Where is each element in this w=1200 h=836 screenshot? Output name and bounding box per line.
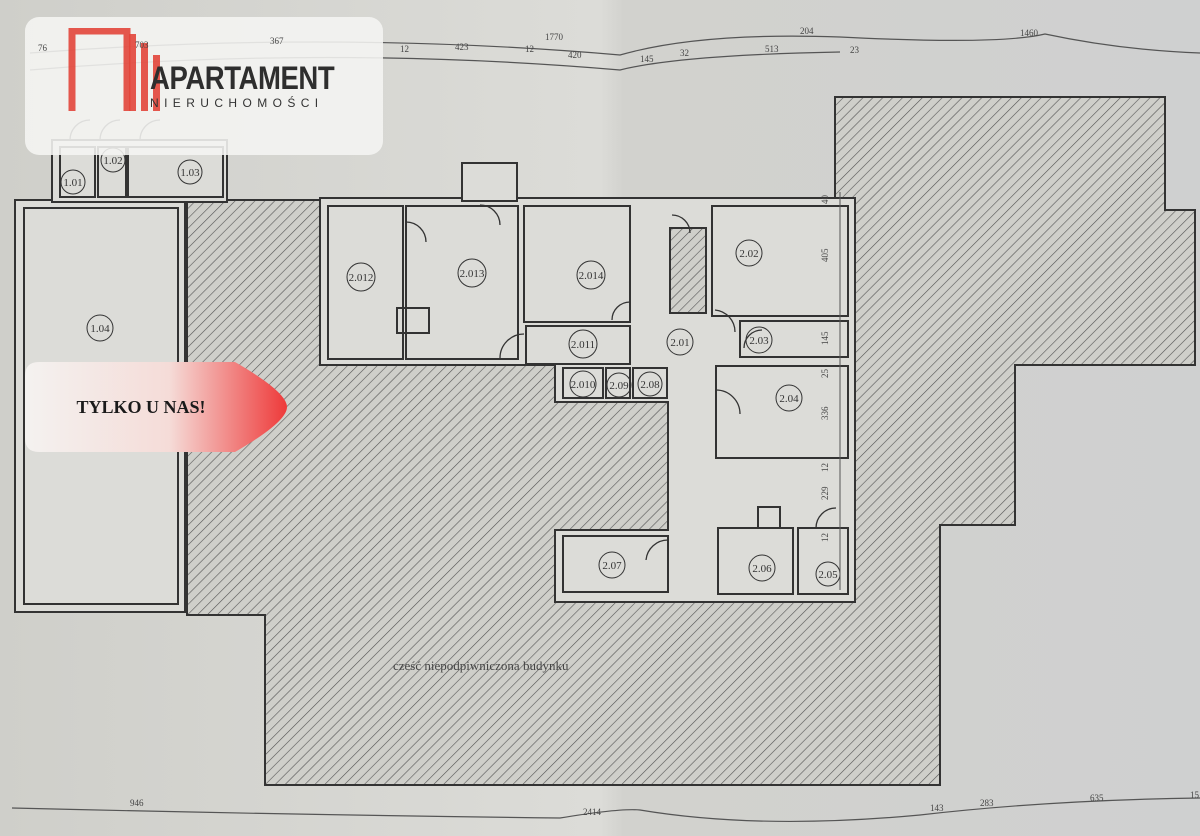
svg-text:2.01: 2.01 (670, 337, 689, 349)
svg-text:423: 423 (455, 42, 469, 52)
top-dims: 1770 204 1460 12 423 12 420 145 32 513 2… (400, 26, 1039, 64)
room-2-09: 2.09 (606, 372, 632, 398)
svg-text:25: 25 (820, 369, 830, 379)
svg-text:145: 145 (820, 331, 830, 345)
svg-text:405: 405 (820, 248, 830, 262)
svg-text:2.010: 2.010 (571, 379, 596, 391)
room-2-011: 2.011 (568, 329, 598, 359)
svg-text:2.09: 2.09 (609, 380, 629, 392)
svg-text:1.04: 1.04 (90, 323, 110, 335)
svg-text:2414: 2414 (583, 807, 602, 817)
svg-text:2.04: 2.04 (779, 393, 799, 405)
room-2-07: 2.07 (598, 551, 626, 579)
logo-card (25, 17, 383, 155)
room-2-012: 2.012 (346, 262, 376, 292)
room-2-04: 2.04 (775, 384, 803, 412)
svg-text:32: 32 (680, 48, 689, 58)
room-1-04: 1.04 (86, 314, 114, 342)
room-2-014: 2.014 (576, 260, 606, 290)
svg-text:635: 635 (1090, 793, 1104, 803)
svg-text:12: 12 (820, 533, 830, 542)
bottom-dimension-line (11, 797, 1200, 823)
logo-mark-icon (68, 28, 160, 111)
svg-text:12: 12 (400, 44, 409, 54)
svg-text:2.011: 2.011 (571, 339, 595, 351)
room-2-03: 2.03 (745, 326, 773, 354)
svg-text:12: 12 (820, 463, 830, 472)
svg-text:15: 15 (1190, 790, 1200, 800)
interior-walls (23, 146, 849, 605)
svg-text:2.05: 2.05 (818, 569, 838, 581)
svg-text:2.03: 2.03 (749, 335, 769, 347)
svg-text:1.02: 1.02 (103, 155, 122, 167)
svg-text:1.01: 1.01 (63, 177, 82, 189)
badge-label: TYLKO U NAS! (76, 396, 206, 417)
svg-text:2.013: 2.013 (460, 268, 485, 280)
room-2-013: 2.013 (457, 258, 487, 288)
svg-text:336: 336 (820, 406, 830, 420)
svg-text:1.03: 1.03 (180, 167, 200, 179)
room-1-01: 1.01 (60, 169, 86, 195)
svg-text:145: 145 (640, 54, 654, 64)
svg-text:2.07: 2.07 (602, 560, 622, 572)
room-2-08: 2.08 (637, 371, 663, 397)
room-2-06: 2.06 (748, 554, 776, 582)
logo-subtitle: NIERUCHOMOŚCI (150, 96, 324, 110)
dim-703: 703 (135, 40, 149, 50)
svg-text:1770: 1770 (545, 32, 564, 42)
bottom-dims: 946 2414 143 283 635 15 (130, 790, 1200, 817)
svg-text:420: 420 (568, 50, 582, 60)
svg-text:2.02: 2.02 (739, 248, 758, 260)
room-2-010: 2.010 (569, 370, 597, 398)
room-1-03: 1.03 (177, 159, 203, 185)
svg-text:283: 283 (980, 798, 994, 808)
svg-text:513: 513 (765, 44, 779, 54)
svg-text:2.012: 2.012 (349, 272, 374, 284)
svg-text:2.06: 2.06 (752, 563, 772, 575)
right-dims: 40 405 145 25 336 12 229 12 (820, 192, 841, 590)
svg-text:143: 143 (930, 803, 944, 813)
svg-text:229: 229 (820, 486, 830, 500)
dim-367: 367 (270, 36, 284, 46)
svg-text:1460: 1460 (1020, 28, 1039, 38)
svg-text:204: 204 (800, 26, 814, 36)
logo-title: APARTAMENT (150, 60, 335, 96)
svg-text:946: 946 (130, 798, 144, 808)
unbasemented-note: cześć niepodpiwniczona budynku (393, 658, 569, 673)
room-2-01: 2.01 (666, 328, 694, 356)
svg-text:23: 23 (850, 45, 860, 55)
badge-shape (25, 362, 287, 452)
svg-text:40: 40 (820, 195, 830, 205)
room-labels: 1.01 1.02 1.03 1.04 2.012 2.013 2.014 2.… (60, 147, 841, 587)
svg-text:2.08: 2.08 (640, 379, 660, 391)
svg-text:12: 12 (525, 44, 534, 54)
svg-text:2.014: 2.014 (579, 270, 604, 282)
dim-76: 76 (38, 43, 47, 53)
room-2-02: 2.02 (735, 239, 763, 267)
exclusive-badge: TYLKO U NAS! (25, 362, 287, 452)
